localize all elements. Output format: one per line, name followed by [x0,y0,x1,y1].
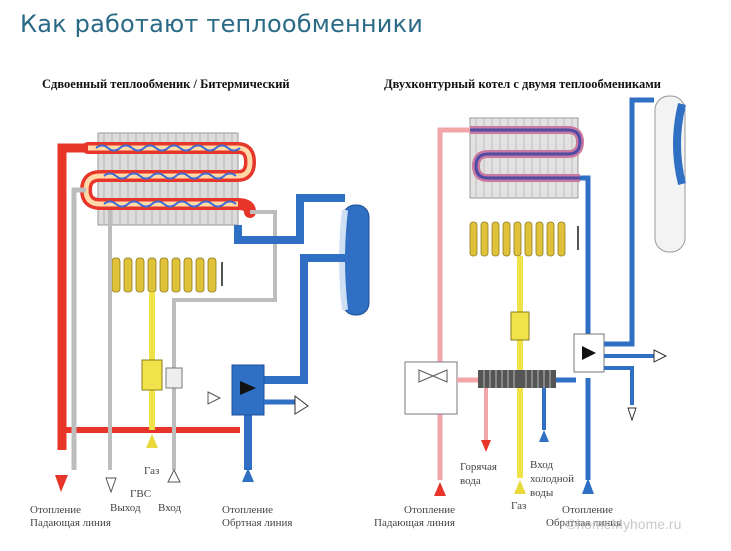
left-dhw-in-label: Вход [158,502,181,514]
right-hot-water-arrow-icon [481,440,491,452]
left-dhw-out-pipe [71,187,86,470]
right-primary-exchanger [469,117,585,199]
left-gas-arrow-icon [146,434,158,448]
left-gas-label: Газ [144,465,159,477]
left-heat-supply-label-1: Отопление [30,504,81,516]
right-return-pipe [580,175,591,348]
right-safety-valve-icon [653,349,668,363]
right-hot-water-label-1: Горячая [460,461,497,473]
right-heat-return-label-2: Обратная линия [546,517,621,529]
watermark: ©homeMyhome.ru [566,516,681,532]
left-dhw-in-arrow-icon [167,468,181,483]
right-burners [469,221,579,257]
left-diagram: Сдвоенный теплообменик / Битермический [30,77,370,529]
right-diagram: Двухконтурный котел с двумя теплообменик… [374,77,686,529]
left-gas-valve [141,359,163,391]
right-cold-in-label-3: воды [530,487,554,499]
left-bithermic-exchanger [79,132,257,226]
right-heat-supply-label-2: Падающая линия [374,517,455,529]
right-supply-pipe [437,127,470,362]
left-diagram-title: Сдвоенный теплообменик / Битермический [42,77,290,91]
left-return-pipe [234,194,345,244]
right-gas-valve [510,311,530,341]
right-diagram-title: Двухконтурный котел с двумя теплообменик… [384,77,661,91]
left-expansion-tank [342,204,370,316]
left-flow-sensor [165,367,183,389]
left-dhw-in-pipe [172,210,277,470]
left-safety-valve-icon [294,394,309,415]
right-return-arrow-icon [582,478,594,494]
right-gas-arrow-icon [514,480,526,494]
right-heat-supply-arrow-icon [434,482,446,496]
left-supply-pipe [57,143,88,450]
right-three-way-valve [404,361,458,415]
left-heat-supply-arrow-icon [55,475,68,492]
right-cold-water-arrow-icon [539,430,549,442]
right-hot-water-label-2: вода [460,475,481,487]
page-title: Как работают теплообменники [20,10,424,38]
left-dhw-out-arrow-icon [105,477,117,494]
left-heat-return-label-2: Обртная линия [222,517,293,529]
right-cold-in-label-2: холодной [530,473,574,485]
right-heat-supply-label-1: Отопление [404,504,455,516]
left-dhw-label: ГВС [130,488,151,500]
left-heat-supply-label-2: Падающая линия [30,517,111,529]
left-return-arrow-icon [242,468,254,482]
right-cold-in-label-1: Вход [530,459,553,471]
right-heat-return-label-1: Отопление [562,504,613,516]
right-gas-label: Газ [511,500,526,512]
left-dhw-out-label: Выход [110,502,141,514]
left-burners [111,257,223,293]
left-heat-return-label-1: Отопление [222,504,273,516]
right-secondary-exchanger [478,370,556,388]
